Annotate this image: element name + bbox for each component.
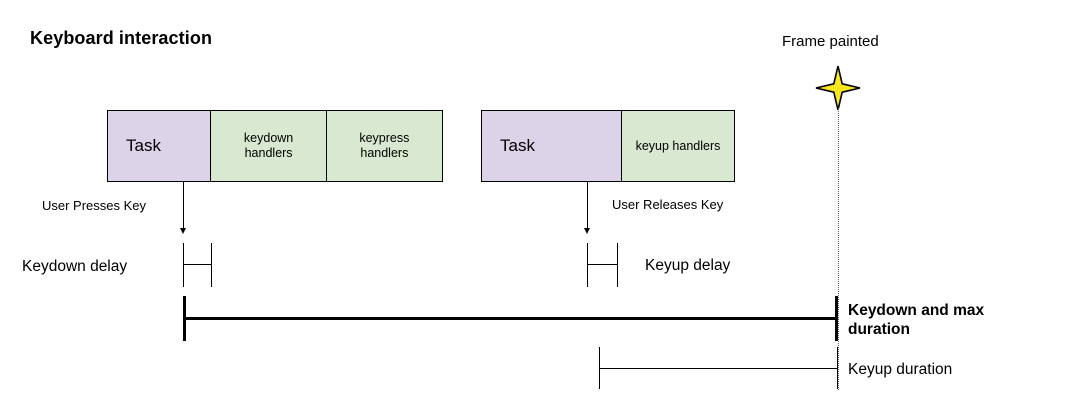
task-cell-label: Task — [500, 135, 535, 155]
keyup-handlers-cell: keyup handlers — [621, 111, 734, 181]
task-cell: Task — [482, 111, 622, 181]
page-title: Keyboard interaction — [30, 28, 213, 48]
keyup-delay-span — [587, 264, 618, 266]
keyup-task-row: Task keyup handlers — [481, 110, 735, 182]
keyup-event-arrowhead — [584, 228, 591, 234]
four-point-star-icon — [815, 65, 861, 111]
keydown-duration-span — [183, 317, 838, 320]
keydown-delay-span — [183, 264, 212, 266]
keyup-duration-span — [599, 368, 838, 370]
keydown-duration-end-tick — [835, 296, 838, 341]
frame-painted-guideline — [838, 108, 839, 390]
task-cell: Task — [108, 111, 212, 181]
keyup-duration-label: Keyup duration — [848, 361, 953, 378]
frame-painted-label: Frame painted — [782, 33, 879, 50]
task-cell-label: Task — [126, 135, 161, 155]
keydown-event-connector — [183, 182, 185, 230]
keydown-delay-label: Keydown delay — [22, 258, 128, 275]
keyup-duration-end-tick — [837, 347, 839, 389]
keydown-event-arrowhead — [180, 228, 187, 234]
keyup-delay-label: Keyup delay — [645, 257, 731, 274]
keydown-and-max-duration-label: Keydown and max duration — [848, 302, 985, 339]
user-releases-key-label: User Releases Key — [612, 197, 724, 212]
keyup-event-connector — [587, 182, 589, 230]
user-presses-key-label: User Presses Key — [42, 198, 147, 213]
